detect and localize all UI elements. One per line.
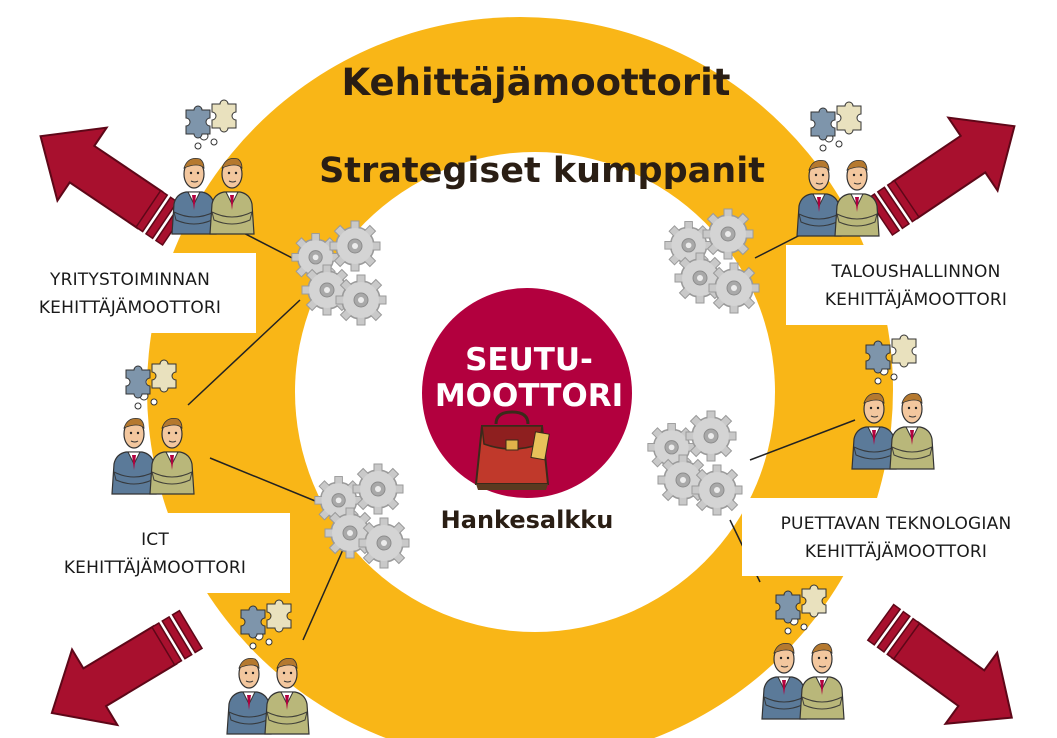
engine-label-line2: KEHITTÄJÄMOOTTORI: [805, 541, 987, 562]
briefcase-icon: [474, 410, 550, 490]
outward-arrow-icon: [14, 98, 201, 265]
engine-label-line2: KEHITTÄJÄMOOTTORI: [64, 557, 246, 578]
engine-label-line1: TALOUSHALLINNON: [830, 262, 1000, 282]
outward-arrow-icon: [28, 590, 215, 738]
outer-title: Kehittäjämoottorit: [342, 61, 731, 104]
outward-arrow-icon: [854, 88, 1041, 255]
engine-box-ict: ICT KEHITTÄJÄMOOTTORI: [20, 513, 290, 593]
inner-title: Strategiset kumppanit: [319, 151, 765, 191]
engine-box-taloushallinto: TALOUSHALLINNON KEHITTÄJÄMOOTTORI: [786, 245, 1046, 325]
engine-box-yritystoiminta: YRITYSTOIMINNAN KEHITTÄJÄMOOTTORI: [4, 253, 256, 333]
engine-label-line1: ICT: [141, 530, 169, 550]
engine-label-line2: KEHITTÄJÄMOOTTORI: [825, 289, 1007, 310]
engine-label-line1: YRITYSTOIMINNAN: [49, 270, 210, 290]
center-motor: SEUTU- MOOTTORI Hankesalkku: [422, 288, 632, 534]
outward-arrow-icon: [853, 585, 1039, 738]
engine-label-line1: PUETTAVAN TEKNOLOGIAN: [781, 514, 1012, 534]
center-circle: [422, 288, 632, 498]
engine-box-puettava-teknologia: PUETTAVAN TEKNOLOGIAN KEHITTÄJÄMOOTTORI: [742, 498, 1050, 576]
center-label-line1: SEUTU-: [465, 342, 593, 378]
center-caption: Hankesalkku: [441, 506, 614, 534]
thinking-people-icon: [172, 100, 254, 234]
engine-label-line2: KEHITTÄJÄMOOTTORI: [39, 297, 221, 318]
center-label-line2: MOOTTORI: [435, 378, 623, 414]
thinking-people-icon: [797, 102, 879, 236]
